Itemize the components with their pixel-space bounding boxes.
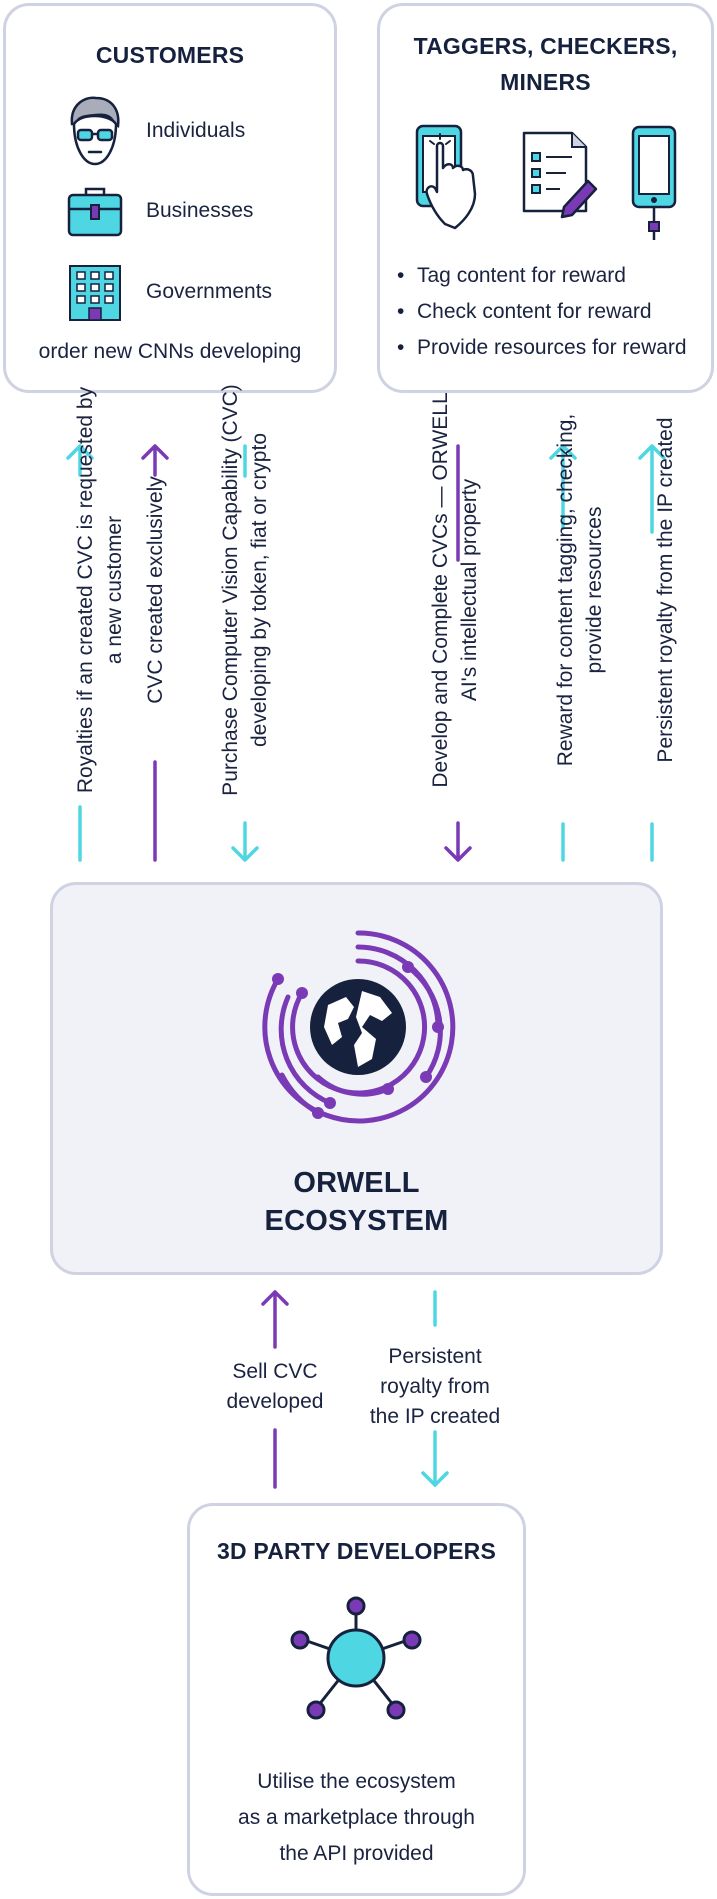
person-icon xyxy=(70,96,120,166)
flow-arrow-develop xyxy=(444,444,472,862)
flow-arrow-sell-cvc xyxy=(261,1290,289,1489)
tap-phone-icon xyxy=(415,124,477,230)
flow-label-sell-cvc: Sell CVC developed xyxy=(195,1357,355,1417)
customer-label-governments: Governments xyxy=(146,280,273,303)
taggers-title-line2: MINERS xyxy=(500,69,591,95)
taggers-title-line1: TAGGERS, CHECKERS, xyxy=(413,33,678,59)
globe-circuit-icon xyxy=(262,930,456,1124)
flow-label-purchase: Purchase Computer Vision Capability (CVC… xyxy=(219,384,271,796)
flow-label-persistent-royalty: Persistent royalty from the IP created xyxy=(653,417,677,763)
taggers-bullet: Tag content for reward xyxy=(397,258,687,294)
flow-label-dev-royalty-line2: royalty from xyxy=(380,1375,490,1398)
developers-desc-line2: as a marketplace through xyxy=(238,1806,475,1829)
developers-title: 3D PARTY DEVELOPERS xyxy=(216,1538,496,1564)
ecosystem-title-line2: ECOSYSTEM xyxy=(264,1205,449,1237)
flow-label-develop: Develop and Complete CVCs — ORWELL AI's … xyxy=(429,392,481,788)
network-hub-icon xyxy=(290,1596,422,1720)
building-icon xyxy=(69,265,121,321)
flow-label-cvc-exclusive: CVC created exclusively xyxy=(143,476,167,704)
flow-label-sell-cvc-line1: Sell CVC xyxy=(232,1360,318,1383)
flow-arrow-purchase xyxy=(231,444,259,862)
customers-box: CUSTOMERS Individuals Businesses Governm… xyxy=(3,3,337,393)
flow-arrow-cvc-exclusive xyxy=(141,444,169,862)
developers-desc-line3: the API provided xyxy=(279,1842,434,1865)
customers-title: CUSTOMERS xyxy=(95,42,245,68)
ecosystem-box: ORWELL ECOSYSTEM xyxy=(50,882,663,1275)
taggers-box: TAGGERS, CHECKERS, MINERS Tag content fo… xyxy=(377,3,714,393)
customer-label-businesses: Businesses xyxy=(146,199,254,222)
phone-charging-icon xyxy=(631,125,677,240)
customer-label-individuals: Individuals xyxy=(146,119,246,142)
taggers-bullets: Tag content for reward Check content for… xyxy=(397,258,687,366)
flow-label-dev-royalty-line1: Persistent xyxy=(388,1345,482,1368)
flow-arrow-royalties xyxy=(66,444,94,862)
developers-desc-line1: Utilise the ecosystem xyxy=(257,1770,456,1793)
checklist-icon xyxy=(522,131,598,219)
flow-arrow-persistent-royalty xyxy=(638,444,666,862)
flow-arrow-dev-royalty xyxy=(421,1290,449,1487)
flow-label-dev-royalty-line3: the IP created xyxy=(369,1405,501,1428)
ecosystem-title-line1: ORWELL xyxy=(293,1167,420,1199)
flow-label-dev-royalty: Persistent royalty from the IP created xyxy=(355,1342,515,1432)
flow-label-sell-cvc-line2: developed xyxy=(226,1390,324,1413)
flow-arrow-reward xyxy=(549,444,577,862)
developers-box: 3D PARTY DEVELOPERS Utilise the ecosyste… xyxy=(187,1503,526,1896)
briefcase-icon xyxy=(67,187,123,237)
taggers-bullet: Provide resources for reward xyxy=(397,330,687,366)
taggers-bullet: Check content for reward xyxy=(397,294,687,330)
customers-footer: order new CNNs developing xyxy=(38,340,302,363)
developers-description: Utilise the ecosystem as a marketplace t… xyxy=(190,1764,523,1872)
